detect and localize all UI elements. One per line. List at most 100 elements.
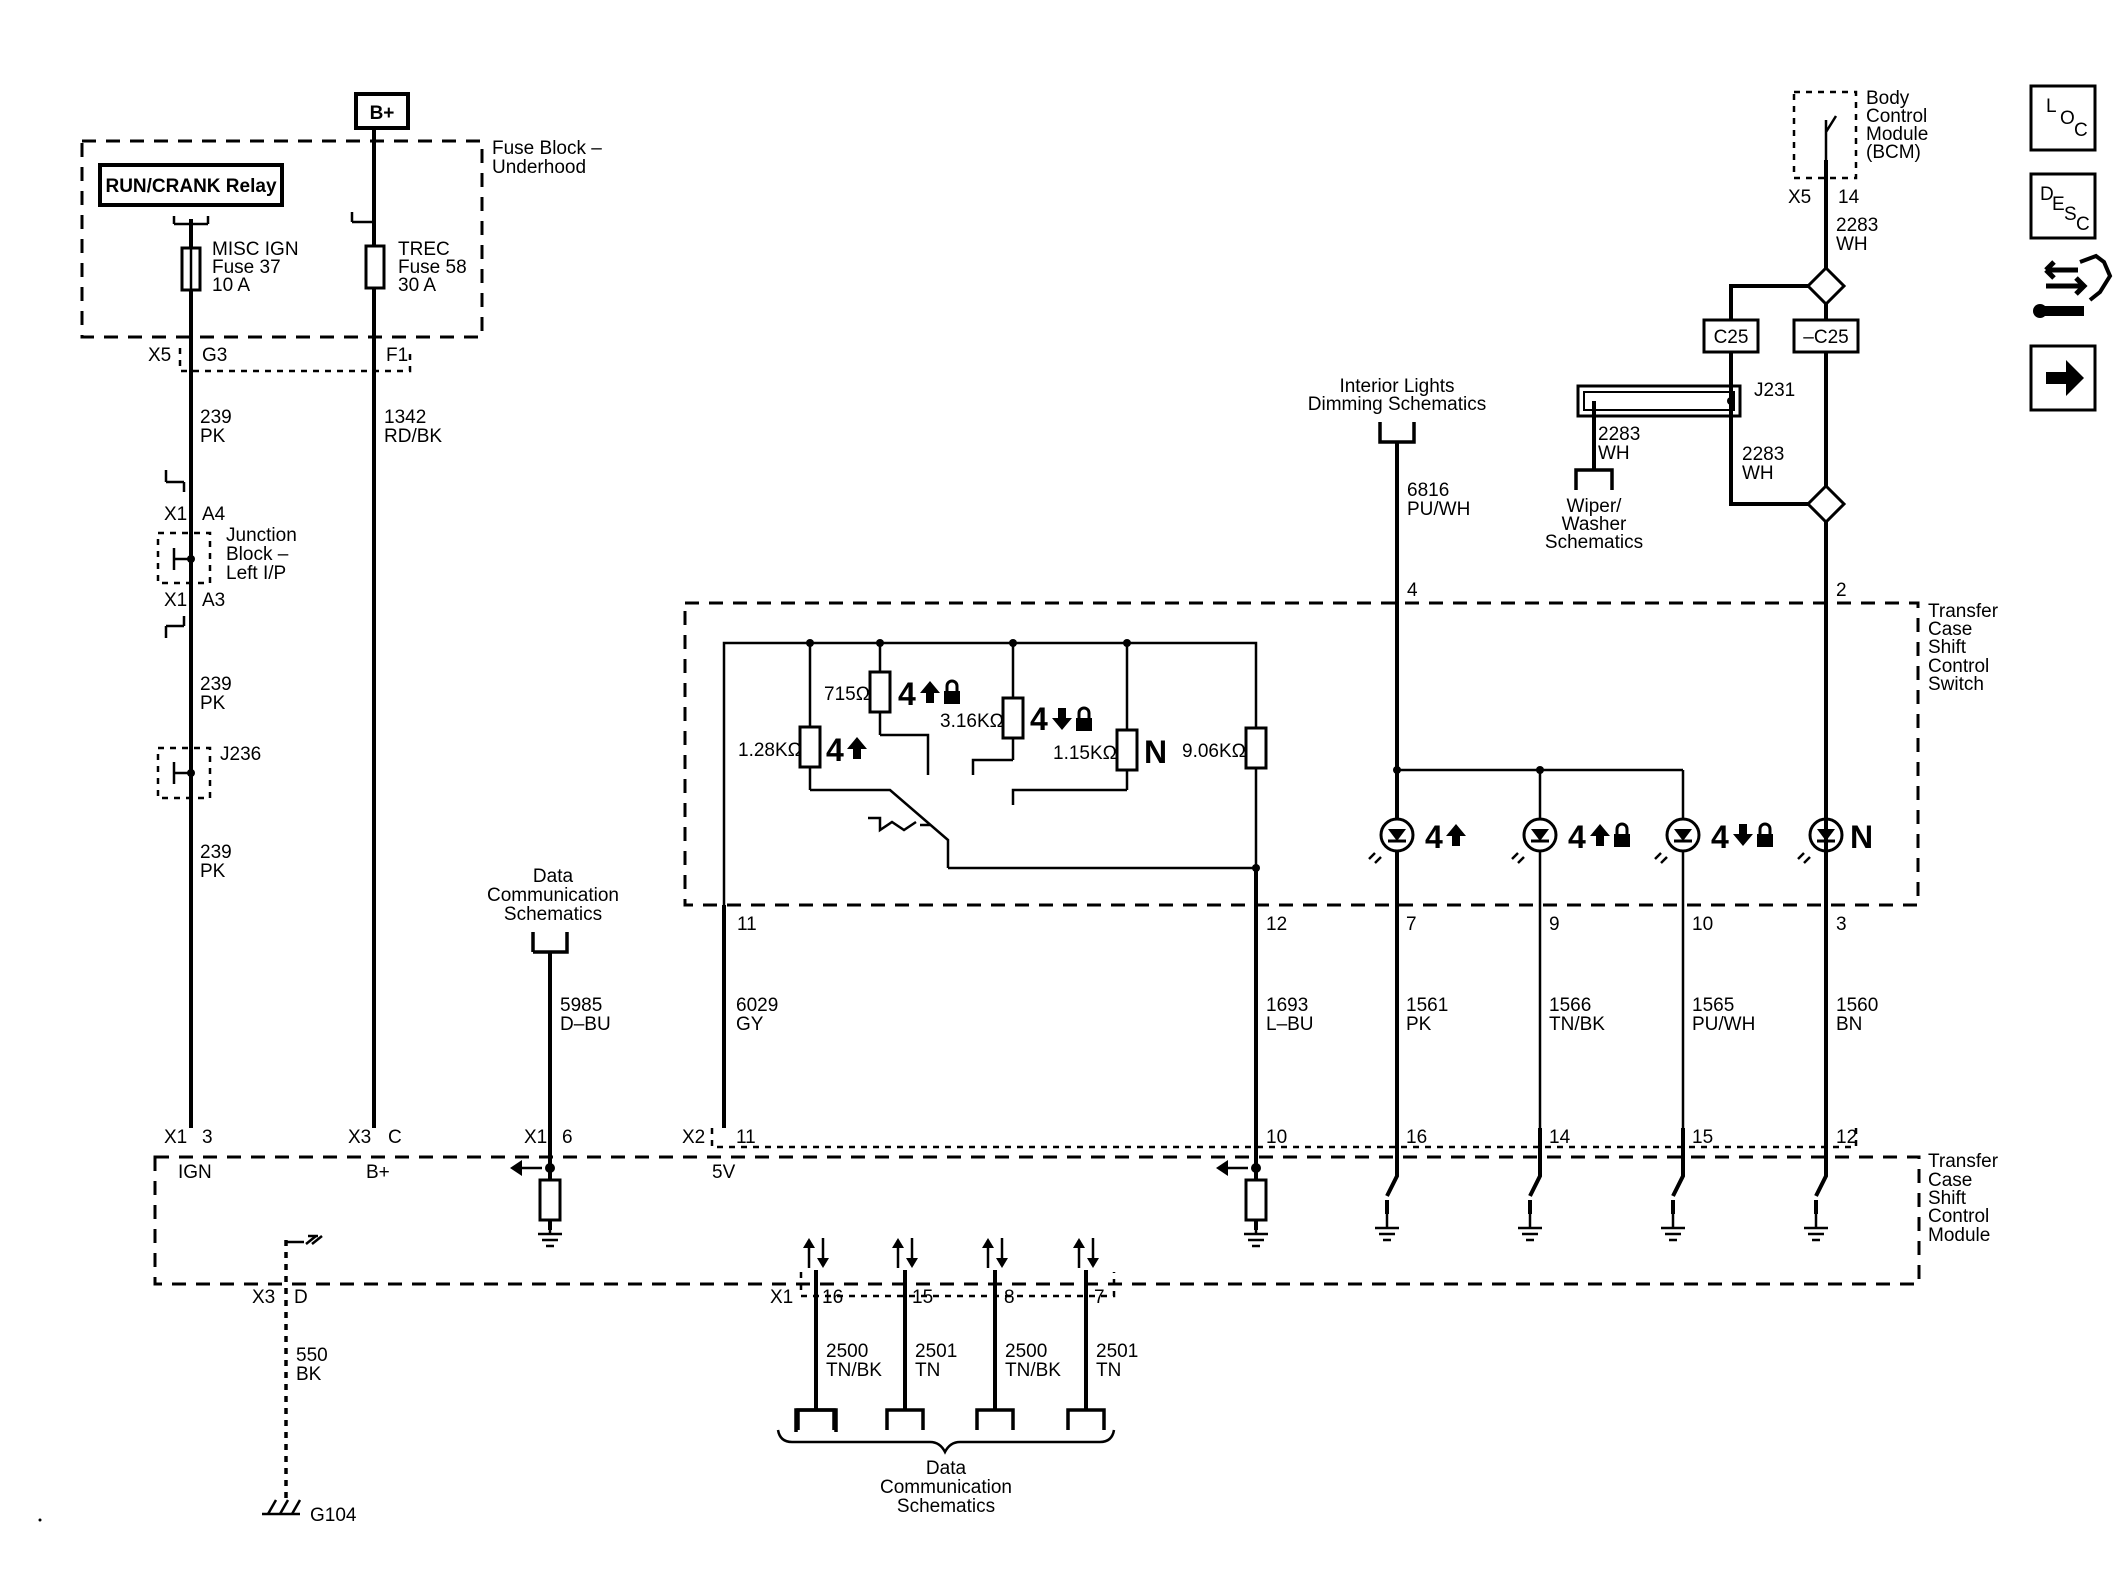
mod-bplus-label: B+ bbox=[366, 1162, 390, 1183]
loc-l: L bbox=[2046, 96, 2057, 117]
desc-d: D bbox=[2040, 184, 2054, 205]
dc-bot-2: Communication bbox=[880, 1477, 1012, 1498]
jb-x1-a4-conn: X1 bbox=[164, 504, 187, 525]
led-4hi-indicator: 4 bbox=[1367, 817, 1466, 865]
ground-g104: G104 bbox=[262, 1499, 357, 1526]
mod-pin-7b: 7 bbox=[1094, 1287, 1105, 1308]
wire-2283b-color: WH bbox=[1598, 443, 1630, 464]
next-arrow-button[interactable] bbox=[2029, 344, 2097, 412]
loc-button[interactable]: L O C bbox=[2029, 84, 2097, 152]
wire-1342-color: RD/BK bbox=[384, 426, 442, 447]
run-crank-relay-label: RUN/CRANK Relay bbox=[105, 176, 276, 197]
wiper-2: Washer bbox=[1562, 514, 1627, 535]
wire-2501a-color: TN bbox=[915, 1360, 940, 1381]
module-title-3: Shift bbox=[1928, 1188, 1967, 1209]
fuse58-line1: TREC bbox=[398, 239, 450, 260]
mod-pin-6: 6 bbox=[562, 1127, 573, 1148]
mod-pin-10: 10 bbox=[1266, 1127, 1287, 1148]
run-crank-relay bbox=[98, 163, 284, 207]
led-4hilock-label: 4 bbox=[1568, 819, 1586, 855]
wire-2501a-num: 2501 bbox=[915, 1341, 957, 1362]
wiper-3: Schematics bbox=[1545, 532, 1643, 553]
wire-2283b-num: 2283 bbox=[1598, 424, 1640, 445]
switch-title-1: Transfer bbox=[1928, 601, 1999, 622]
bcm-conn: X5 bbox=[1788, 187, 1811, 208]
bcm-title-2: Control bbox=[1866, 106, 1927, 127]
fuse-block-title-1: Fuse Block – bbox=[492, 138, 602, 159]
connector-c25: C25 –C25 bbox=[1702, 318, 1860, 354]
connector-x5: X5 G3 F1 bbox=[148, 345, 412, 373]
splice-j236: J236 bbox=[156, 744, 261, 800]
wire-6029-color: GY bbox=[736, 1014, 764, 1035]
mod-5v-label: 5V bbox=[712, 1162, 736, 1183]
data-comm-bottom: Data Communication Schematics bbox=[880, 1458, 1012, 1517]
wire-1561-num: 1561 bbox=[1406, 995, 1448, 1016]
wire-1693-num: 1693 bbox=[1266, 995, 1308, 1016]
wire-6816-color: PU/WH bbox=[1407, 499, 1470, 520]
res-115k-label: 1.15KΩ bbox=[1053, 743, 1117, 764]
bcm-title-4: (BCM) bbox=[1866, 142, 1921, 163]
connector-wrench-icon[interactable] bbox=[2033, 253, 2113, 318]
sw-pin-10: 10 bbox=[1692, 914, 1713, 935]
wire-239a-color: PK bbox=[200, 426, 226, 447]
wiper-washer-schematics: Wiper/ Washer Schematics bbox=[1545, 468, 1643, 553]
switch-title-3: Shift bbox=[1928, 637, 1967, 658]
switch-pin-4: 4 bbox=[1407, 580, 1418, 601]
bcm-title-3: Module bbox=[1866, 124, 1928, 145]
res-128k-label: 1.28KΩ bbox=[738, 740, 802, 761]
led-4hilock-indicator: 4 bbox=[1510, 817, 1632, 865]
module-title-5: Module bbox=[1928, 1225, 1990, 1246]
switch-title-4: Control bbox=[1928, 656, 1989, 677]
fuse58-line3: 30 A bbox=[398, 275, 436, 296]
res-n-label: N bbox=[1144, 734, 1167, 770]
wire-1561-color: PK bbox=[1406, 1014, 1432, 1035]
wire-239b-num: 239 bbox=[200, 674, 232, 695]
wire-1560-num: 1560 bbox=[1836, 995, 1878, 1016]
wire-1565-color: PU/WH bbox=[1692, 1014, 1755, 1035]
desc-button[interactable]: D E S C bbox=[2029, 172, 2097, 240]
bplus-source: B+ bbox=[354, 92, 410, 130]
mod-pin-16: 16 bbox=[1406, 1127, 1427, 1148]
jb-title-1: Junction bbox=[226, 525, 297, 546]
led-4lolock-indicator: 4 bbox=[1653, 817, 1775, 865]
interior-lights-1: Interior Lights bbox=[1339, 376, 1454, 397]
wire-2501b-num: 2501 bbox=[1096, 1341, 1138, 1362]
wire-1693-color: L–BU bbox=[1266, 1014, 1314, 1035]
bcm-pin: 14 bbox=[1838, 187, 1860, 208]
wire-550-num: 550 bbox=[296, 1345, 328, 1366]
mod-x1-bottom-conn: X1 bbox=[770, 1287, 793, 1308]
wire-550-color: BK bbox=[296, 1364, 322, 1385]
wire-2283a-color: WH bbox=[1836, 234, 1868, 255]
wire-1342-num: 1342 bbox=[384, 407, 426, 428]
wire-2283c-num: 2283 bbox=[1742, 444, 1784, 465]
res-4lolock-label: 4 bbox=[1030, 701, 1048, 737]
desc-e: E bbox=[2052, 194, 2065, 215]
led-4lolock-label: 4 bbox=[1711, 819, 1729, 855]
j231-label: J231 bbox=[1754, 380, 1795, 401]
mod-pin-14: 14 bbox=[1549, 1127, 1571, 1148]
dc-top-1: Data bbox=[533, 866, 574, 887]
body-control-module: Body Control Module (BCM) X5 14 bbox=[1788, 88, 1928, 208]
wiper-1: Wiper/ bbox=[1567, 496, 1623, 517]
dc-top-3: Schematics bbox=[504, 904, 602, 925]
mod-pin-8b: 8 bbox=[1004, 1287, 1015, 1308]
fuse-58 bbox=[364, 244, 386, 290]
mod-x1-6-conn: X1 bbox=[524, 1127, 547, 1148]
wire-2500b-num: 2500 bbox=[1005, 1341, 1047, 1362]
wire-2500a-num: 2500 bbox=[826, 1341, 868, 1362]
led-n-indicator: N bbox=[1796, 817, 1873, 865]
pin-g3-label: G3 bbox=[202, 345, 227, 366]
mod-ign-label: IGN bbox=[178, 1162, 212, 1183]
mod-pin-16b: 16 bbox=[822, 1287, 843, 1308]
wire-239a-num: 239 bbox=[200, 407, 232, 428]
mod-x3-c-conn: X3 bbox=[348, 1127, 371, 1148]
mod-x1-3-conn: X1 bbox=[164, 1127, 187, 1148]
mod-pin-c: C bbox=[388, 1127, 402, 1148]
res-906k-label: 9.06KΩ bbox=[1182, 741, 1246, 762]
right-arrow-icon bbox=[2046, 360, 2084, 396]
jb-title-3: Left I/P bbox=[226, 563, 286, 584]
module-title-2: Case bbox=[1928, 1170, 1972, 1191]
interior-lights-dimming: Interior Lights Dimming Schematics bbox=[1308, 376, 1486, 444]
switch-pin-2: 2 bbox=[1836, 580, 1847, 601]
fuse37-line3: 10 A bbox=[212, 275, 250, 296]
